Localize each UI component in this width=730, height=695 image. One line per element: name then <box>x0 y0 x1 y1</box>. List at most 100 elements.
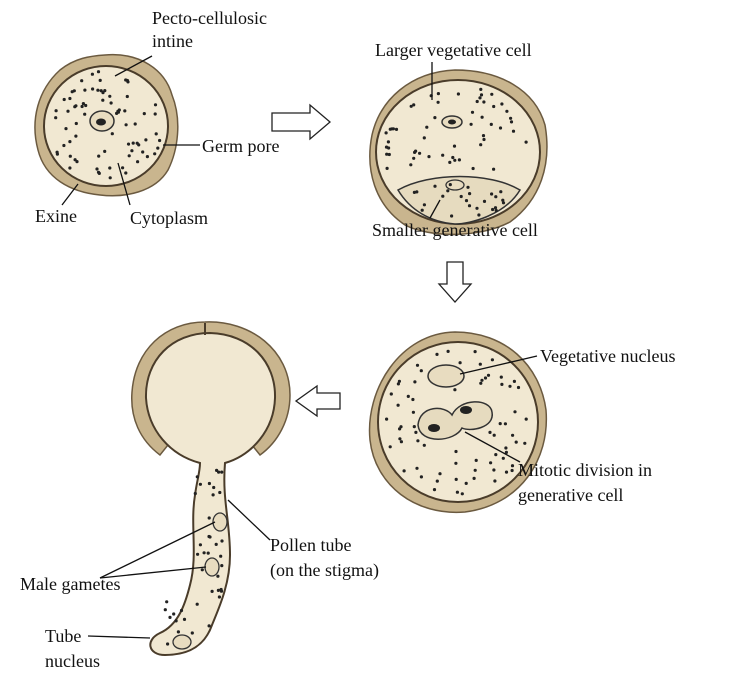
granule <box>500 102 504 106</box>
granule <box>469 122 473 126</box>
granule <box>491 207 495 212</box>
granule <box>80 104 84 109</box>
granule <box>490 192 494 196</box>
granule <box>478 96 482 100</box>
granule <box>508 384 512 388</box>
label-tube-nucleus: nucleus <box>45 651 100 671</box>
granule <box>448 160 452 164</box>
granule <box>418 151 422 155</box>
granule <box>66 109 70 113</box>
granule <box>95 167 99 171</box>
granule <box>62 143 66 148</box>
granule <box>136 160 140 164</box>
granule <box>385 417 389 421</box>
granule <box>182 617 187 622</box>
chromatin <box>428 424 440 432</box>
granule <box>168 615 172 620</box>
granule <box>438 472 442 476</box>
granule <box>202 551 206 555</box>
arrow-left-icon <box>294 384 341 418</box>
granule <box>68 96 72 101</box>
vegetative-nucleus <box>427 364 465 388</box>
granule <box>68 166 72 170</box>
granule <box>492 104 496 109</box>
granule <box>468 192 472 196</box>
granule <box>153 103 158 107</box>
granule <box>101 98 105 102</box>
granule <box>504 446 508 450</box>
granule <box>211 493 215 497</box>
granule <box>451 155 455 160</box>
granule <box>98 78 102 82</box>
granule <box>433 116 437 120</box>
granule <box>220 564 224 568</box>
granule <box>446 189 450 193</box>
granule <box>455 490 459 494</box>
granule <box>158 138 162 143</box>
granule <box>432 488 437 492</box>
granule <box>135 141 139 145</box>
granule <box>479 87 483 91</box>
granule <box>208 535 212 539</box>
granule <box>415 466 419 470</box>
granule <box>207 516 211 520</box>
granule <box>413 150 417 154</box>
granule <box>409 104 413 108</box>
granule <box>459 194 463 199</box>
granule <box>458 361 462 365</box>
granule <box>482 199 487 203</box>
granule <box>456 92 460 96</box>
granule <box>464 199 469 203</box>
granule <box>74 121 78 126</box>
granule <box>516 385 521 390</box>
granule <box>81 102 85 106</box>
granule <box>460 492 464 496</box>
granule <box>514 440 518 444</box>
granule <box>176 630 180 634</box>
granule <box>73 158 77 162</box>
granule <box>510 468 514 473</box>
granule <box>389 392 393 396</box>
granule <box>436 100 440 104</box>
granule <box>419 475 423 479</box>
granule <box>96 170 101 174</box>
granule <box>422 203 426 207</box>
male-gamete <box>212 512 228 532</box>
granule <box>125 94 129 99</box>
granule <box>467 204 472 208</box>
granule <box>402 469 406 473</box>
granule <box>435 479 439 483</box>
granule <box>512 379 517 383</box>
granule <box>133 122 137 126</box>
granule <box>214 542 218 547</box>
granule <box>70 90 74 94</box>
granule <box>504 450 508 454</box>
leader-line <box>429 199 441 219</box>
granule <box>90 72 94 76</box>
granule <box>218 490 222 495</box>
granule <box>96 88 100 92</box>
granule <box>419 369 423 373</box>
granule <box>384 131 388 135</box>
granule <box>473 350 477 354</box>
granule <box>482 100 486 104</box>
granule <box>64 127 68 131</box>
granule <box>501 198 505 202</box>
granule <box>126 142 131 146</box>
granule <box>166 642 170 646</box>
granule <box>190 631 194 635</box>
granule <box>448 183 452 187</box>
granule <box>62 97 66 102</box>
granule <box>524 417 528 421</box>
granule <box>217 595 221 599</box>
granule <box>124 123 128 127</box>
male-gamete <box>204 557 220 577</box>
granule <box>141 150 145 154</box>
leader-line <box>99 566 207 579</box>
chromatin <box>460 406 472 414</box>
granule <box>144 138 148 142</box>
granule <box>109 101 113 105</box>
granule <box>84 103 88 108</box>
granule <box>386 140 390 144</box>
